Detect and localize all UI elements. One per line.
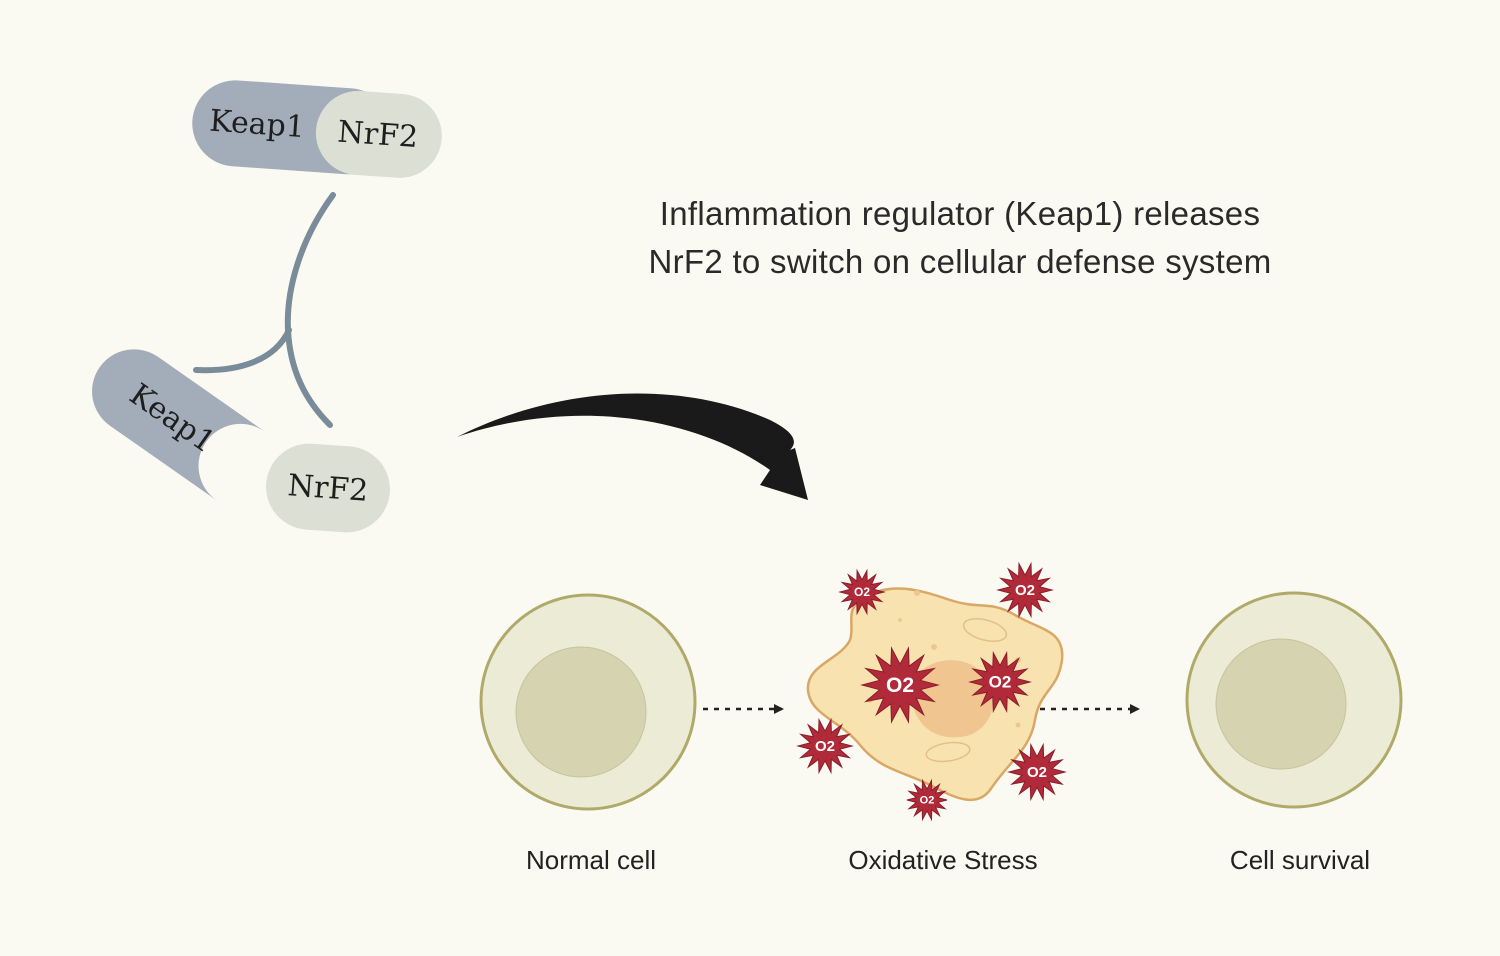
ros-label: O2	[989, 672, 1012, 691]
ros-label: O2	[1027, 764, 1047, 781]
stressed-cell	[806, 587, 1064, 802]
keap1-released-capsule	[92, 349, 265, 501]
ros-superoxide-icon: O2	[968, 650, 1032, 714]
survival-cell	[1185, 591, 1403, 809]
ros-star-shape	[860, 646, 940, 724]
stage-label-oxidative-stress: Oxidative Stress	[848, 845, 1038, 875]
headline-line-1: Inflammation regulator (Keap1) releases	[659, 195, 1261, 232]
mitochondria	[925, 618, 1008, 763]
ros-star-shape	[796, 717, 854, 775]
nrf2-bound-capsule	[315, 90, 442, 178]
nrf2-released-label: NrF2	[287, 468, 370, 509]
ros-superoxide-icon: O2	[838, 568, 886, 616]
ros-superoxide-icon: O2	[860, 646, 940, 724]
nrf2-bound-label: NrF2	[336, 115, 419, 156]
normal-cell-nucleus	[515, 646, 647, 778]
ros-label: O2	[886, 674, 914, 697]
ros-superoxide-icon: O2	[906, 778, 948, 822]
keap1-released: Keap1	[92, 349, 265, 501]
headline: Inflammation regulator (Keap1) releases …	[560, 190, 1360, 286]
nrf2-released: NrF2	[266, 443, 390, 533]
keap1-bound-label: Keap1	[208, 104, 306, 146]
ros-superoxide-icon: O2	[796, 717, 854, 775]
ros-star-shape	[996, 561, 1054, 619]
normal-cell	[479, 593, 697, 811]
ros-label: O2	[854, 585, 870, 599]
stressed-nucleus	[911, 660, 994, 738]
stage-label-normal-cell: Normal cell	[525, 845, 657, 875]
ros-label: O2	[815, 738, 835, 755]
ros-label: O2	[1015, 582, 1035, 599]
ros-superoxide-icon: O2	[996, 561, 1054, 619]
survival-cell-nucleus	[1215, 638, 1347, 770]
ros-star-shape	[1007, 742, 1067, 802]
nrf2-released-capsule	[266, 443, 390, 533]
ros-star-shape	[968, 650, 1032, 714]
ros-star-shape	[906, 778, 948, 822]
keap1-nrf2-bound-complex: Keap1 NrF2	[192, 80, 442, 178]
ros-superoxide-icon: O2	[1007, 742, 1067, 802]
curved-arrow-icon	[457, 393, 808, 500]
ros-label: O2	[920, 795, 935, 807]
ros-star-shape	[838, 568, 886, 616]
stage-label-cell-survival: Cell survival	[1229, 845, 1371, 875]
headline-line-2: NrF2 to switch on cellular defense syste…	[648, 243, 1272, 280]
dissociation-connector	[193, 192, 336, 428]
